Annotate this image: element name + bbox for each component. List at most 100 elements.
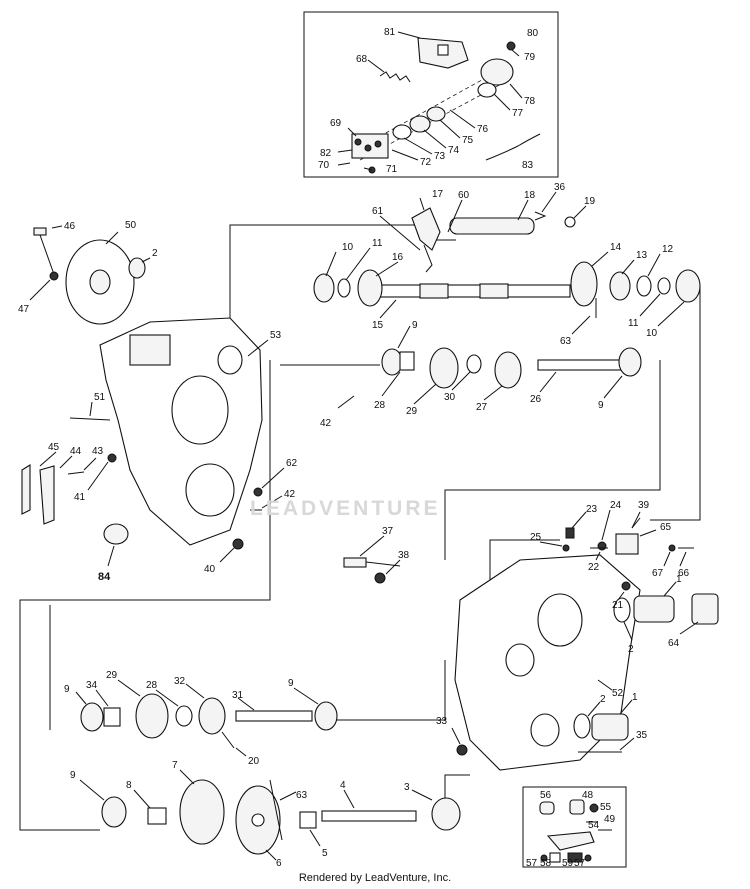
part-28-spacer-b[interactable] xyxy=(175,705,193,727)
part-63-chain-lower[interactable] xyxy=(269,779,283,841)
part-83-wire[interactable] xyxy=(485,133,541,161)
part-37-bolt-head[interactable] xyxy=(343,557,367,568)
part-53-housing-window xyxy=(129,334,171,366)
part-75-bushing[interactable] xyxy=(426,106,446,122)
part-59-spring[interactable] xyxy=(567,852,583,863)
label-11b: 11 xyxy=(628,318,639,329)
part-3-bearing[interactable] xyxy=(431,797,461,831)
part-29-gear-a[interactable] xyxy=(429,347,459,389)
part-32-gear[interactable] xyxy=(198,697,226,735)
part-1-bearing-lower[interactable] xyxy=(591,713,629,741)
part-29-gear-b[interactable] xyxy=(135,693,169,739)
part-58-washer[interactable] xyxy=(549,852,561,863)
part-70-pin[interactable] xyxy=(337,162,351,166)
part-2-bearing-upper[interactable] xyxy=(128,257,146,279)
leader-4 xyxy=(343,789,355,809)
part-52-bore-lower xyxy=(530,713,560,747)
leader-63a xyxy=(571,315,591,335)
part-64-axle-end[interactable] xyxy=(691,593,719,625)
label-40: 40 xyxy=(204,564,216,575)
part-27-gear[interactable] xyxy=(494,351,522,389)
label-23: 23 xyxy=(586,504,598,515)
part-44-bracket[interactable] xyxy=(39,465,55,525)
label-42b: 42 xyxy=(284,489,296,500)
part-67-nut[interactable] xyxy=(668,544,676,552)
part-55-ball[interactable] xyxy=(589,803,599,813)
part-24-bolt[interactable] xyxy=(597,541,607,551)
leader-27 xyxy=(483,385,503,401)
part-11-ring-right[interactable] xyxy=(657,277,671,295)
part-53-bore-large xyxy=(171,375,229,445)
part-18-shift-rail[interactable] xyxy=(449,217,535,235)
part-10-bearing-left[interactable] xyxy=(313,273,335,303)
part-13-bearing[interactable] xyxy=(609,271,631,301)
leader-65 xyxy=(639,529,657,537)
part-9-bearing-c[interactable] xyxy=(80,702,104,732)
part-14-gear[interactable] xyxy=(570,261,598,307)
part-51-dowel[interactable] xyxy=(69,417,111,421)
label-81: 81 xyxy=(384,27,396,38)
part-33-bolt[interactable] xyxy=(456,744,468,756)
part-39-switch[interactable] xyxy=(615,533,639,555)
part-9-bearing-e[interactable] xyxy=(101,796,127,828)
part-68-spring[interactable] xyxy=(379,71,411,83)
part-40-bolt[interactable] xyxy=(232,538,244,550)
leader-9b xyxy=(603,375,623,399)
label-58: 58 xyxy=(540,858,552,869)
part-31-shaft[interactable] xyxy=(235,710,313,722)
part-42-pin-upper[interactable] xyxy=(337,395,355,409)
label-5: 5 xyxy=(322,848,328,859)
part-43-screw[interactable] xyxy=(67,471,85,475)
part-23-plug[interactable] xyxy=(565,527,575,539)
part-79-nut[interactable] xyxy=(506,41,516,51)
part-21-nut[interactable] xyxy=(621,581,631,591)
part-56-bushing[interactable] xyxy=(539,801,555,815)
leader-23 xyxy=(571,511,587,529)
part-47-washer[interactable] xyxy=(49,271,59,281)
part-57-nut-left[interactable] xyxy=(540,854,548,862)
part-25-ball[interactable] xyxy=(562,544,570,552)
part-45-bracket[interactable] xyxy=(21,464,31,515)
part-12-ring[interactable] xyxy=(636,275,652,297)
part-28-spacer-a[interactable] xyxy=(399,351,415,371)
part-57-nut-right[interactable] xyxy=(584,854,592,862)
part-30-washer[interactable] xyxy=(466,354,482,374)
part-7-gear[interactable] xyxy=(179,779,225,845)
part-15-shaft[interactable] xyxy=(359,284,571,298)
part-2-seal-lower[interactable] xyxy=(573,713,591,739)
part-10-bearing-right[interactable] xyxy=(675,269,701,303)
leader-9a xyxy=(397,325,411,349)
part-19-ring[interactable] xyxy=(564,216,576,228)
part-48-cap[interactable] xyxy=(569,799,585,815)
part-74-bushing[interactable] xyxy=(409,115,431,133)
part-2-seal-upper[interactable] xyxy=(613,597,631,623)
part-9-bearing-b[interactable] xyxy=(618,347,642,377)
part-41-bolt[interactable] xyxy=(107,453,117,463)
label-20: 20 xyxy=(248,756,260,767)
part-38-nut[interactable] xyxy=(374,572,386,584)
part-1-bearing-upper[interactable] xyxy=(633,595,675,623)
part-84-plug[interactable] xyxy=(103,523,129,545)
part-16-gear[interactable] xyxy=(357,269,383,307)
label-39: 39 xyxy=(638,500,650,511)
part-17-shift-fork[interactable] xyxy=(411,207,441,251)
part-78-housing[interactable] xyxy=(480,58,514,86)
part-77-washer[interactable] xyxy=(477,82,497,98)
part-11-ring-left[interactable] xyxy=(337,278,351,298)
part-5-spacer[interactable] xyxy=(299,811,317,829)
part-62-bolt[interactable] xyxy=(253,487,263,497)
part-8-spacer[interactable] xyxy=(147,807,167,825)
label-61: 61 xyxy=(372,206,384,217)
part-34-spacer[interactable] xyxy=(103,707,121,727)
part-4-shaft[interactable] xyxy=(321,810,417,822)
part-36-key[interactable] xyxy=(534,211,547,221)
part-9-bearing-a[interactable] xyxy=(381,348,403,376)
part-20-key[interactable] xyxy=(221,731,235,749)
part-lever[interactable] xyxy=(546,831,595,851)
part-26-shaft[interactable] xyxy=(537,359,631,371)
part-9-bearing-d[interactable] xyxy=(314,701,338,731)
part-73-ring[interactable] xyxy=(392,124,412,140)
part-61-fork-tip[interactable] xyxy=(423,244,433,273)
leader-32 xyxy=(185,683,205,699)
